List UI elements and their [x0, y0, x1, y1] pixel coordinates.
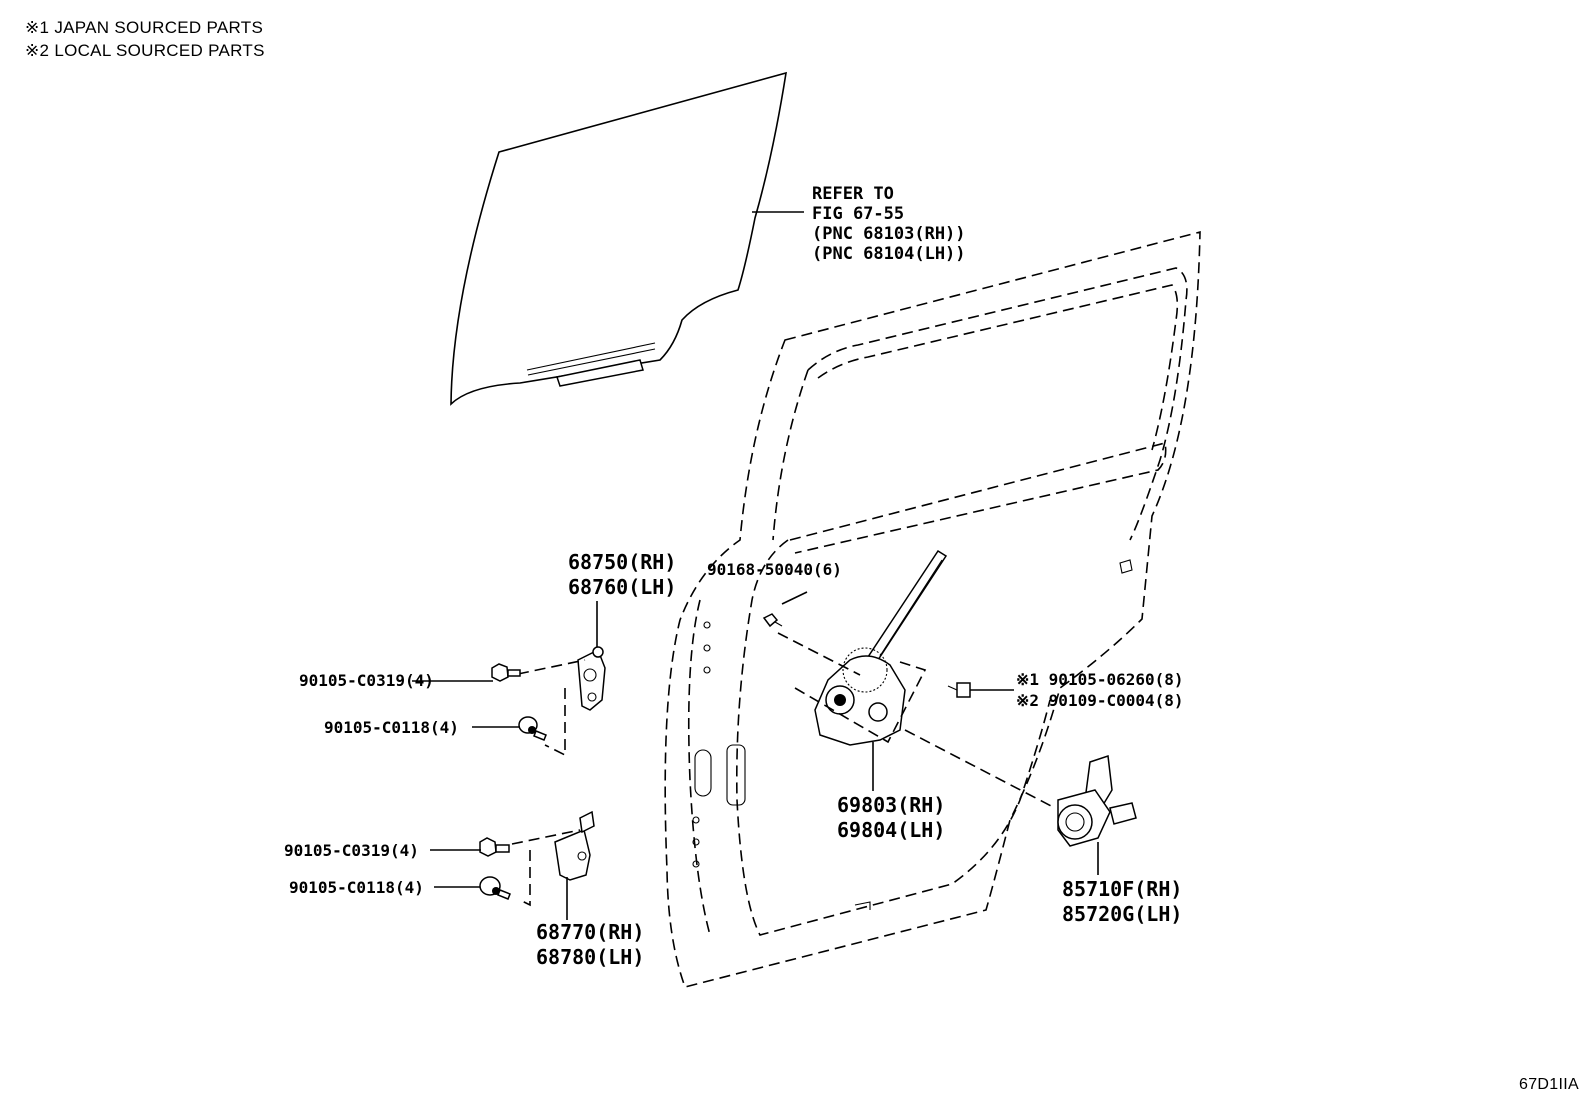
window-regulator: [762, 549, 1014, 791]
upper-hinge-rh-label: 68750(RH): [568, 550, 677, 574]
door-panel: [664, 230, 1201, 988]
regulator-screw-label: 90168-50040(6): [707, 560, 842, 579]
lower-hinge-bolt-2-label: 90105-C0118(4): [289, 878, 424, 897]
lower-hinge-bolt-1-label: 90105-C0319(4): [284, 841, 419, 860]
glass-ref-line-1: REFER TO: [812, 184, 894, 204]
motor-lh-label: 85720G(LH): [1062, 902, 1183, 926]
upper-hinge-bolt-1-label: 90105-C0319(4): [299, 671, 434, 690]
japan-bolt-label: ※1 90105-06260(8): [1016, 670, 1184, 689]
upper-hinge-bolt-2-label: 90105-C0118(4): [324, 718, 459, 737]
door-glass: [450, 71, 804, 406]
window-regulator-motor: [904, 729, 1137, 875]
upper-hinge: [412, 601, 606, 757]
figure-code: 67D1IIA: [1519, 1076, 1579, 1093]
motor-rh-label: 85710F(RH): [1062, 877, 1183, 901]
glass-ref-line-4: (PNC 68104(LH)): [812, 244, 966, 264]
lower-hinge-lh-label: 68780(LH): [536, 945, 645, 969]
regulator-rh-label: 69803(RH): [837, 793, 946, 817]
regulator-lh-label: 69804(LH): [837, 818, 946, 842]
lower-hinge: [430, 810, 595, 920]
lower-hinge-rh-label: 68770(RH): [536, 920, 645, 944]
upper-hinge-lh-label: 68760(LH): [568, 575, 677, 599]
local-sourced-note: ※2 LOCAL SOURCED PARTS: [25, 41, 265, 60]
japan-sourced-note: ※1 JAPAN SOURCED PARTS: [25, 18, 264, 37]
glass-ref-line-2: FIG 67-55: [812, 204, 905, 224]
local-bolt-label: ※2 90109-C0004(8): [1016, 691, 1184, 710]
glass-ref-line-3: (PNC 68103(RH)): [812, 224, 966, 244]
